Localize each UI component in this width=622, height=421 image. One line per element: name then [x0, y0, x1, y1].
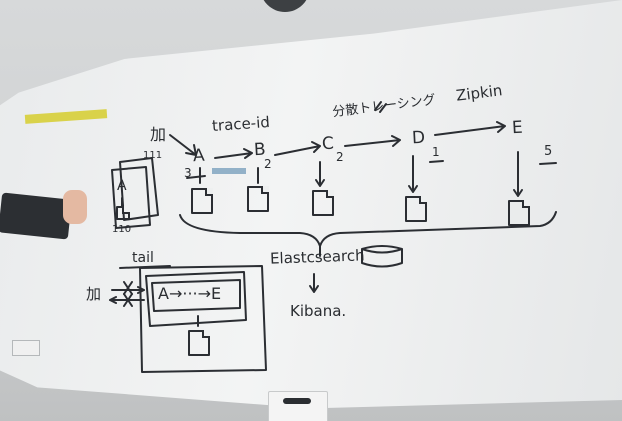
- service-d-label: D: [411, 127, 426, 149]
- marker: [283, 398, 311, 404]
- tail-underline: [119, 265, 171, 269]
- underline-e: [539, 162, 557, 165]
- arrow-b-to-c: [274, 141, 321, 156]
- arrow-a-to-b: [214, 148, 253, 159]
- log-file-icon: [247, 186, 269, 212]
- stack-top-label: 111: [143, 150, 163, 161]
- log-file-icon: [191, 188, 213, 214]
- kibana-label: Kibana.: [290, 302, 347, 320]
- underline-d: [429, 160, 444, 163]
- brace: [179, 211, 557, 247]
- tail-arrow-top: [111, 286, 145, 294]
- log-file-icon: [312, 190, 334, 216]
- arrow-e-down: [513, 151, 523, 197]
- tail-x-top: [123, 281, 133, 295]
- stack-a-label: A: [117, 178, 127, 194]
- marker-tray: [268, 391, 328, 421]
- service-e-label: E: [511, 117, 524, 139]
- db-cylinder: [361, 245, 403, 268]
- log-file-icon: [508, 200, 530, 226]
- stack-card-front: [111, 166, 151, 229]
- log-file-icon: [188, 330, 210, 356]
- tail-frame-outer: [139, 265, 267, 373]
- log-file-icon: [116, 206, 130, 220]
- arrow-c-down: [315, 161, 325, 187]
- kana-bottom-label: 加: [86, 285, 102, 303]
- tail-frame-inner: [145, 271, 247, 327]
- hop-ab-label: 2: [264, 157, 272, 171]
- underline-a: [186, 175, 206, 179]
- eraser: [12, 340, 40, 356]
- person-hand: [63, 190, 87, 224]
- tail-label: tail: [132, 250, 154, 266]
- double-stroke: [374, 101, 387, 113]
- left-count-label: 3: [184, 166, 192, 180]
- tail-flow-label: A→···→E: [158, 284, 222, 303]
- service-c-label: C: [321, 133, 335, 155]
- arrow-d-to-e: [434, 121, 506, 136]
- arrow-c-to-d: [344, 135, 401, 147]
- person-arm: [0, 192, 72, 240]
- blue-sticky: [212, 168, 246, 174]
- tail-x-bottom: [123, 293, 133, 307]
- arrow-d-down: [408, 155, 418, 193]
- hop-bc-label: 2: [336, 150, 344, 164]
- arrow-kana-to-a: [169, 134, 197, 156]
- elasticsearch-label: Elastcsearch: [269, 246, 365, 268]
- tail-box: [151, 279, 241, 312]
- hop-de-label: 5: [544, 144, 553, 159]
- service-a-label: A: [192, 145, 206, 167]
- arrow-es-kibana: [309, 273, 319, 293]
- kana-top-label: 加: [150, 125, 167, 144]
- stack-bottom-label: 110: [112, 224, 132, 235]
- log-file-icon: [405, 196, 427, 222]
- hop-cd-label: 1: [432, 145, 440, 159]
